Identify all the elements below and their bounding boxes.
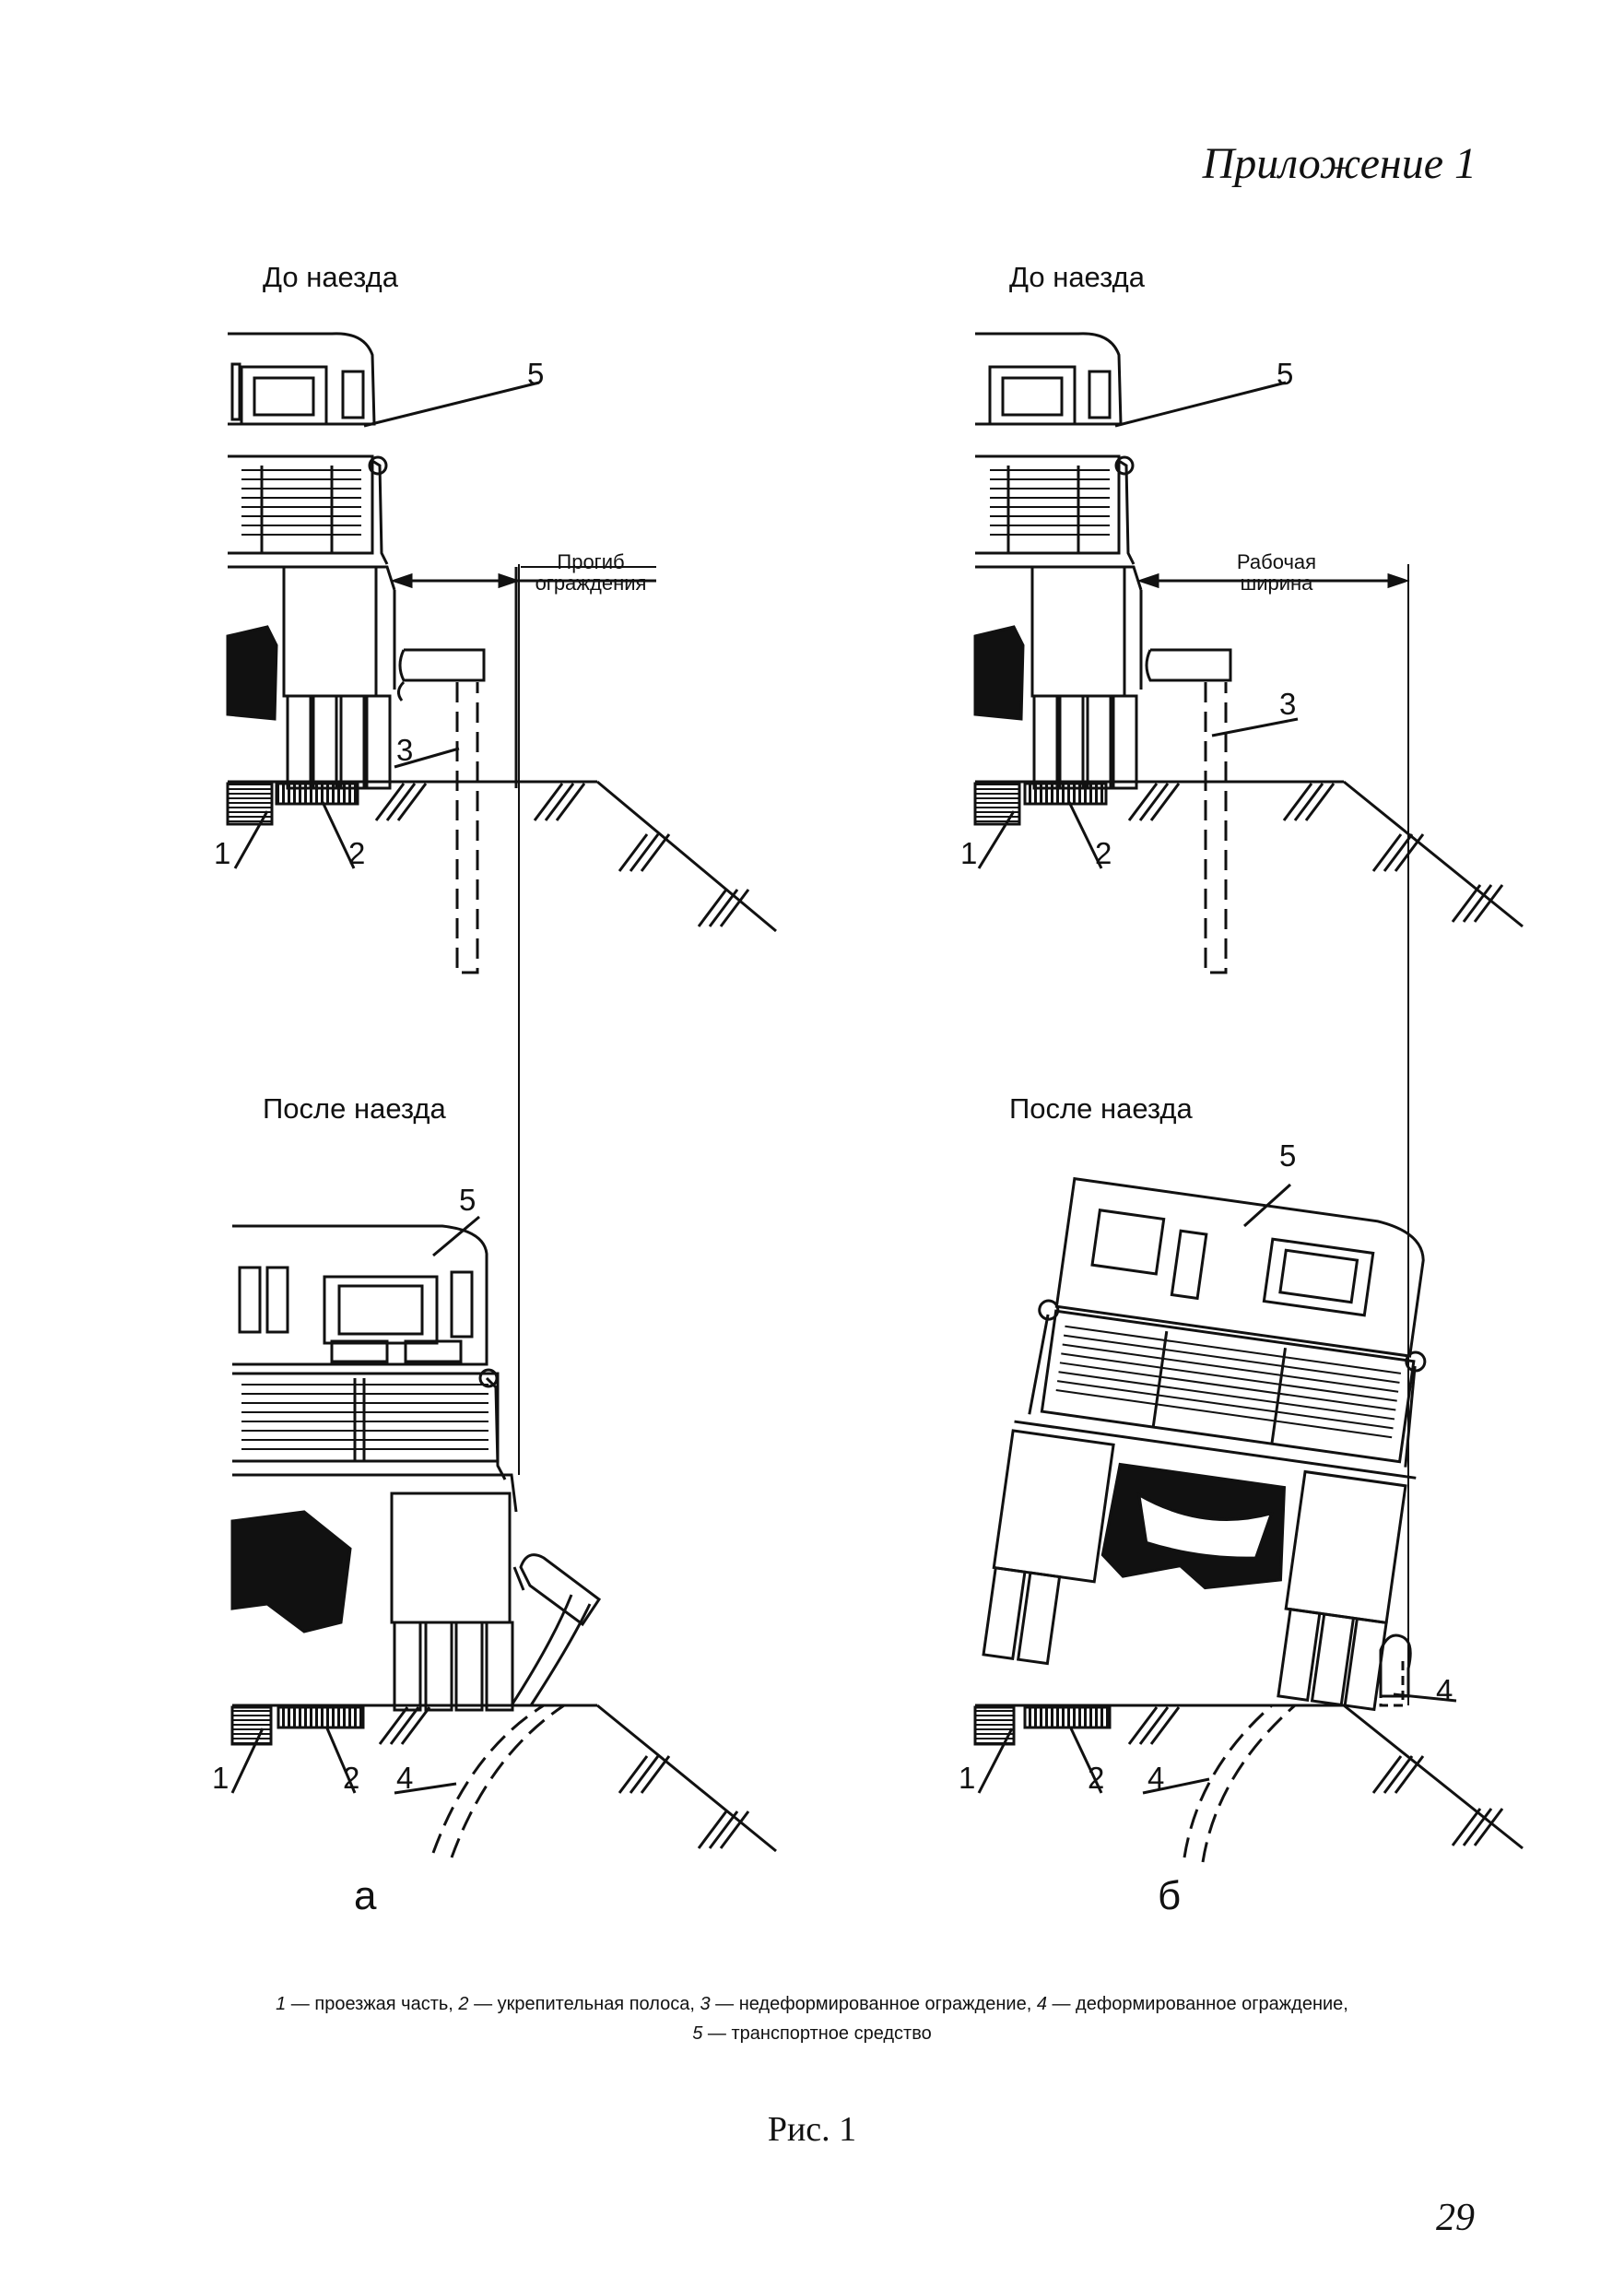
legend-line-1: 1 — проезжая часть, 2 — укрепительная по… — [0, 1989, 1624, 2019]
callout-3-a-before: 3 — [396, 733, 414, 767]
panel-b-dimension-line2: ширина — [1240, 572, 1313, 596]
callout-1-b-before: 1 — [960, 836, 978, 870]
panel-b-before-title: До наезда — [1009, 261, 1145, 293]
callout-2-a-after: 2 — [343, 1761, 360, 1795]
panel-b-after-drawing — [973, 1176, 1524, 1863]
legend-item-1-num: 1 — [276, 1994, 287, 2014]
legend-line-2: 5 — транспортное средство — [0, 2019, 1624, 2048]
panel-a-before-title: До наезда — [263, 261, 398, 293]
panel-a-before-drawing — [226, 332, 777, 1475]
callout-3-b-before: 3 — [1279, 687, 1297, 721]
legend-item-5-num: 5 — [692, 2023, 703, 2044]
callout-2-a-before: 2 — [348, 836, 366, 870]
callout-4-b-after: 4 — [1147, 1761, 1165, 1795]
legend-item-4-text: — деформированное ограждение, — [1046, 1994, 1348, 2014]
page-number: 29 — [1436, 2197, 1475, 2239]
figure-legend: 1 — проезжая часть, 2 — укрепительная по… — [0, 1989, 1624, 2048]
callout-2-b-before: 2 — [1095, 836, 1112, 870]
callout-5-b-before: 5 — [1277, 357, 1294, 391]
legend-item-5-text: — транспортное средство — [702, 2023, 932, 2044]
callout-1-b-after: 1 — [959, 1761, 976, 1795]
callout-4-b-after-edge: 4 — [1436, 1673, 1453, 1707]
callout-4-a-after: 4 — [396, 1761, 414, 1795]
legend-item-3-num: 3 — [700, 1994, 711, 2014]
panel-b-dimension-line1: Рабочая — [1236, 550, 1317, 573]
panel-a-after-title: После наезда — [263, 1092, 446, 1125]
panel-a-after-drawing — [230, 1215, 777, 1858]
panel-b-after-title: После наезда — [1009, 1092, 1193, 1125]
panel-a-letter: а — [354, 1873, 377, 1918]
callout-5-a-before: 5 — [527, 357, 545, 391]
legend-item-4-num: 4 — [1036, 1994, 1047, 2014]
legend-item-1-text: — проезжая часть, — [286, 1994, 459, 2014]
legend-item-2-text: — укрепительная полоса, — [468, 1994, 700, 2014]
legend-item-3-text: — недеформированное ограждение, — [710, 1994, 1037, 2014]
legend-item-2-num: 2 — [458, 1994, 469, 2014]
panel-b-letter: б — [1158, 1873, 1182, 1918]
callout-1-a-before: 1 — [214, 836, 231, 870]
panel-a-dimension-label: Прогиб ограждения — [521, 551, 661, 594]
callout-1-a-after: 1 — [212, 1761, 229, 1795]
callout-5-a-after: 5 — [459, 1183, 477, 1217]
callout-2-b-after: 2 — [1088, 1761, 1105, 1795]
panel-a-dimension-line1: Прогиб — [557, 550, 625, 573]
panel-b-before-drawing — [973, 332, 1524, 1705]
panel-b-dimension-label: Рабочая ширина — [1212, 551, 1341, 594]
appendix-heading: Приложение 1 — [1202, 139, 1477, 188]
figure-caption: Рис. 1 — [767, 2110, 857, 2149]
panel-a-dimension-line2: ограждения — [535, 572, 647, 596]
callout-5-b-after: 5 — [1279, 1138, 1297, 1173]
